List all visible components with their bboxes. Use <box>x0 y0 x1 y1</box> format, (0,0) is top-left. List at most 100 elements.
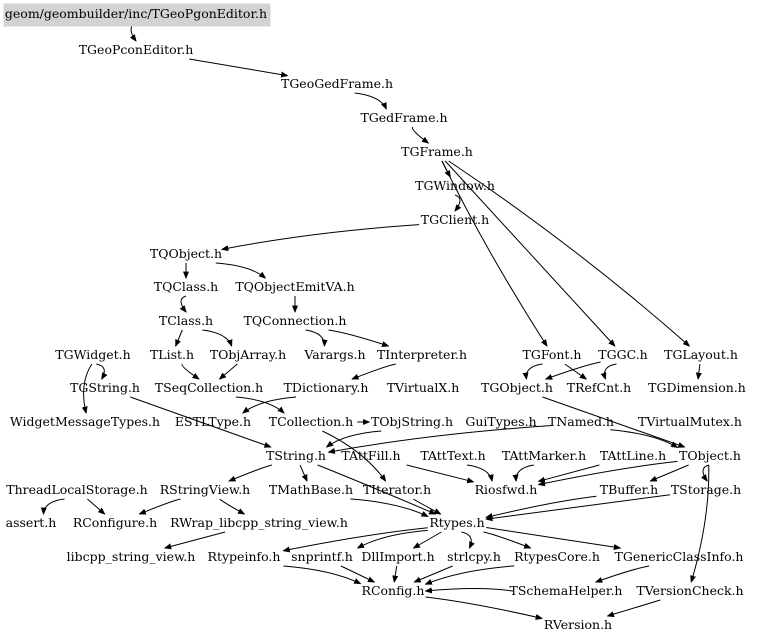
node-snprintf[interactable]: snprintf.h <box>291 549 353 564</box>
edge-tgenericclassinfo-to-tschemahelper <box>596 565 650 582</box>
node-tstring[interactable]: TString.h <box>266 448 326 463</box>
node-tgframe[interactable]: TGFrame.h <box>401 144 473 159</box>
node-rtypescore[interactable]: RtypesCore.h <box>514 549 600 564</box>
edge-rwrap_libcpp_string_view-to-libcpp_string_view <box>165 531 226 548</box>
edge-tgframe-to-tglayout <box>448 160 690 346</box>
node-rwrap-libcpp-string-view[interactable]: RWrap_libcpp_string_view.h <box>170 515 348 530</box>
node-tattmarker[interactable]: TAttMarker.h <box>502 448 586 463</box>
node-tgstring[interactable]: TGString.h <box>70 380 140 395</box>
node-estltype[interactable]: ESTLType.h <box>175 414 251 429</box>
edge-tclass-to-tlist <box>175 329 183 346</box>
node-tqclass[interactable]: TQClass.h <box>154 279 218 294</box>
edge-tgframe-to-tggc <box>444 160 615 346</box>
node-rconfigure[interactable]: RConfigure.h <box>73 515 157 530</box>
node-rconfig[interactable]: RConfig.h <box>362 583 425 598</box>
edge-tlist-to-tseqcollection <box>181 363 199 379</box>
edge-tobject-to-tbuffer <box>650 464 689 482</box>
node-tglayout[interactable]: TGLayout.h <box>664 347 738 362</box>
node-tgenericclassinfo[interactable]: TGenericClassInfo.h <box>615 549 744 564</box>
node-tschemahelper[interactable]: TSchemaHelper.h <box>510 583 623 598</box>
edge-tstring-to-rstringview <box>229 464 273 482</box>
node-rtypes[interactable]: Rtypes.h <box>429 515 484 530</box>
node-assert[interactable]: assert.h <box>6 515 57 530</box>
edge-tgframe-to-tgfont <box>441 160 547 346</box>
node-libcpp-string-view[interactable]: libcpp_string_view.h <box>67 549 196 564</box>
node-tgdimension[interactable]: TGDimension.h <box>648 380 746 395</box>
node-tgclient[interactable]: TGClient.h <box>421 212 489 227</box>
node-tclass[interactable]: TClass.h <box>159 313 213 328</box>
node-tmathbase[interactable]: TMathBase.h <box>269 482 353 497</box>
edge-tgedframe-to-tgframe <box>411 126 428 143</box>
node-tgeogedframe[interactable]: TGeoGedFrame.h <box>281 76 393 91</box>
edge-tobjstring-to-tstring <box>327 430 382 447</box>
edge-tatttext-to-riosfwd <box>466 464 492 481</box>
node-tbuffer[interactable]: TBuffer.h <box>600 482 658 497</box>
edge-tggc-to-tgobject <box>546 361 601 379</box>
node-tcollection[interactable]: TCollection.h <box>269 414 353 429</box>
node-tvirtualmutex[interactable]: TVirtualMutex.h <box>638 414 742 429</box>
node-tobjstring[interactable]: TObjString.h <box>371 414 453 429</box>
edge-tgfont-to-trefcnt <box>564 363 586 379</box>
edge-tglayout-to-tgdimension <box>698 363 700 379</box>
edge-rconfig-to-rversion <box>425 596 542 618</box>
node-rtypeinfo[interactable]: Rtypeinfo.h <box>208 549 281 564</box>
node-tattfill[interactable]: TAttFill.h <box>341 448 400 463</box>
edge-tggc-to-trefcnt <box>604 363 617 379</box>
node-tgwidget[interactable]: TGWidget.h <box>55 347 130 362</box>
node-tggc[interactable]: TGGC.h <box>598 347 647 362</box>
node-tdictionary[interactable]: TDictionary.h <box>284 380 369 395</box>
node-tnamed[interactable]: TNamed.h <box>548 414 614 429</box>
node-dllimport[interactable]: DllImport.h <box>361 549 434 564</box>
node-strlcpy[interactable]: strlcpy.h <box>447 549 501 564</box>
edge-threadlocalstorage-to-assert <box>44 498 65 514</box>
node-tgeopconeditor[interactable]: TGeoPconEditor.h <box>79 42 194 57</box>
edge-rtypeinfo-to-rconfig <box>283 565 360 584</box>
edge-tgclient-to-tqobject <box>222 224 420 250</box>
node-root[interactable]: geom/geombuilder/inc/TGeoPgonEditor.h <box>5 6 267 21</box>
node-tqobjectemitva[interactable]: TQObjectEmitVA.h <box>235 279 354 294</box>
edge-tattfill-to-riosfwd <box>406 464 474 482</box>
node-threadlocalstorage[interactable]: ThreadLocalStorage.h <box>6 482 147 497</box>
node-tgedframe[interactable]: TGedFrame.h <box>360 110 447 125</box>
node-tqconnection[interactable]: TQConnection.h <box>244 313 347 328</box>
node-tlist[interactable]: TList.h <box>150 347 194 362</box>
edge-dllimport-to-rconfig <box>394 565 396 582</box>
edge-tdictionary-to-estltype <box>243 396 297 413</box>
edge-tgstring-to-tstring <box>130 396 270 447</box>
edge-layer <box>44 22 710 618</box>
edge-snprintf-to-rconfig <box>340 565 374 582</box>
node-tgfont[interactable]: TGFont.h <box>523 347 582 362</box>
node-rversion[interactable]: RVersion.h <box>544 617 612 632</box>
edge-rtypescore-to-rconfig <box>426 565 515 585</box>
edge-tschemahelper-to-rconfig <box>426 589 514 592</box>
node-tseqcollection[interactable]: TSeqCollection.h <box>155 380 263 395</box>
root-node-box <box>3 3 271 27</box>
node-trefcnt[interactable]: TRefCnt.h <box>567 380 631 395</box>
node-rstringview[interactable]: RStringView.h <box>160 482 250 497</box>
edge-tstring-to-tmathbase <box>299 464 307 481</box>
edge-rtypes-to-rtypeinfo <box>283 527 428 551</box>
node-tattline[interactable]: TAttLine.h <box>600 448 666 463</box>
node-tatttext[interactable]: TAttText.h <box>420 448 485 463</box>
node-tobjarray[interactable]: TObjArray.h <box>210 347 286 362</box>
edge-strlcpy-to-rconfig <box>414 565 453 583</box>
node-tstorage[interactable]: TStorage.h <box>671 482 741 497</box>
node-tinterpreter[interactable]: TInterpreter.h <box>377 347 467 362</box>
edge-rtypes-to-dllimport <box>414 531 442 548</box>
edge-tgobject-to-tobject <box>542 396 685 447</box>
node-tversioncheck[interactable]: TVersionCheck.h <box>636 583 743 598</box>
edge-tinterpreter-to-tdictionary <box>352 363 396 379</box>
node-riosfwd[interactable]: Riosfwd.h <box>475 482 538 497</box>
node-tobject[interactable]: TObject.h <box>679 448 741 463</box>
node-guitypes[interactable]: GuiTypes.h <box>465 414 536 429</box>
node-tqobject[interactable]: TQObject.h <box>150 246 222 261</box>
node-tgobject[interactable]: TGObject.h <box>481 380 553 395</box>
node-tvirtualx[interactable]: TVirtualX.h <box>387 380 460 395</box>
edge-tobject-to-riosfwd <box>539 460 678 484</box>
node-titerator[interactable]: TIterator.h <box>363 482 431 497</box>
edge-tobject-to-tstorage <box>703 464 710 481</box>
node-varargs[interactable]: Varargs.h <box>303 347 365 362</box>
node-tgwindow[interactable]: TGWindow.h <box>415 178 495 193</box>
node-widgetmessagetypes[interactable]: WidgetMessageTypes.h <box>10 414 160 429</box>
